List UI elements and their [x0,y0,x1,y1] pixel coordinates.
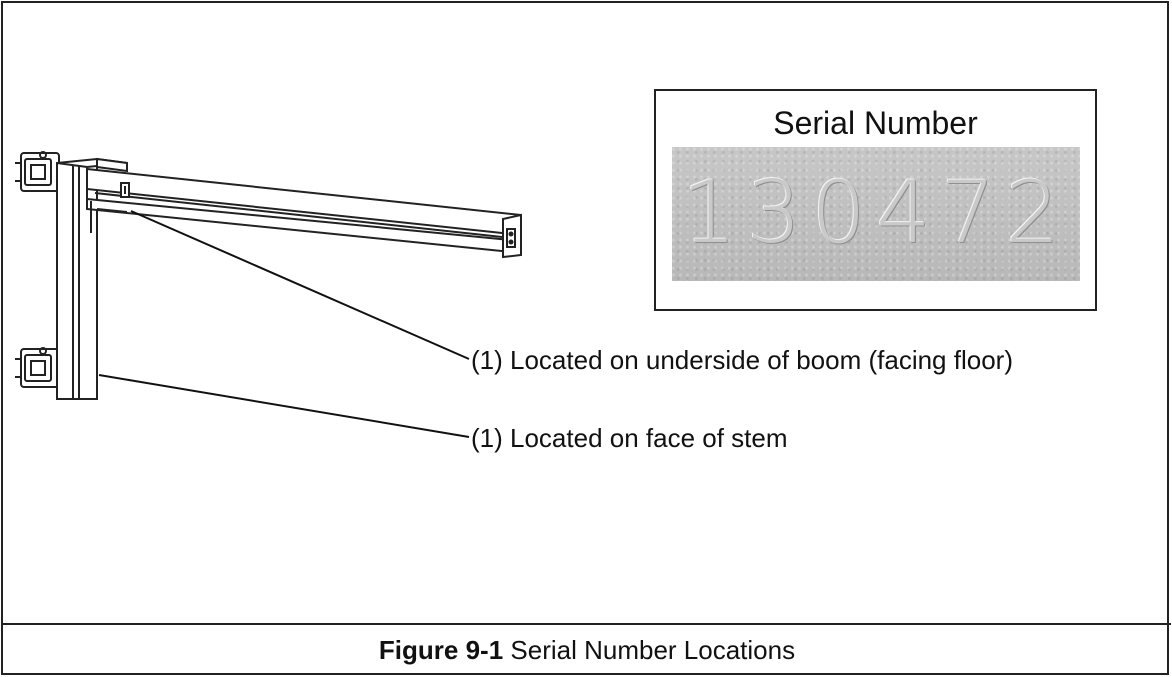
figure-number: Figure 9-1 [378,635,504,665]
serial-number-title: Serial Number [773,105,978,141]
serial-number-value: 130472 [681,163,1071,263]
figure-caption: Figure 9-1 Serial Number Locations [3,623,1171,677]
figure-title: Serial Number Locations [510,635,796,665]
jib-crane-drawing [15,151,522,438]
figure-area: Serial Number 130472 (1) Located on unde… [3,3,1171,623]
stem-leader-line [98,374,470,438]
serial-number-plate: 130472 [672,147,1080,281]
serial-number-inset: Serial Number 130472 [654,89,1097,311]
boom-cap [56,157,128,173]
knee-brace [96,208,128,235]
bottom-wall-bracket [15,347,60,388]
boom-leader-line [130,210,470,360]
top-wall-bracket [15,151,60,192]
boom-callout-label: (1) Located on underside of boom (facing… [471,345,1013,375]
boom [86,167,522,259]
stem-callout-label: (1) Located on face of stem [471,423,788,453]
